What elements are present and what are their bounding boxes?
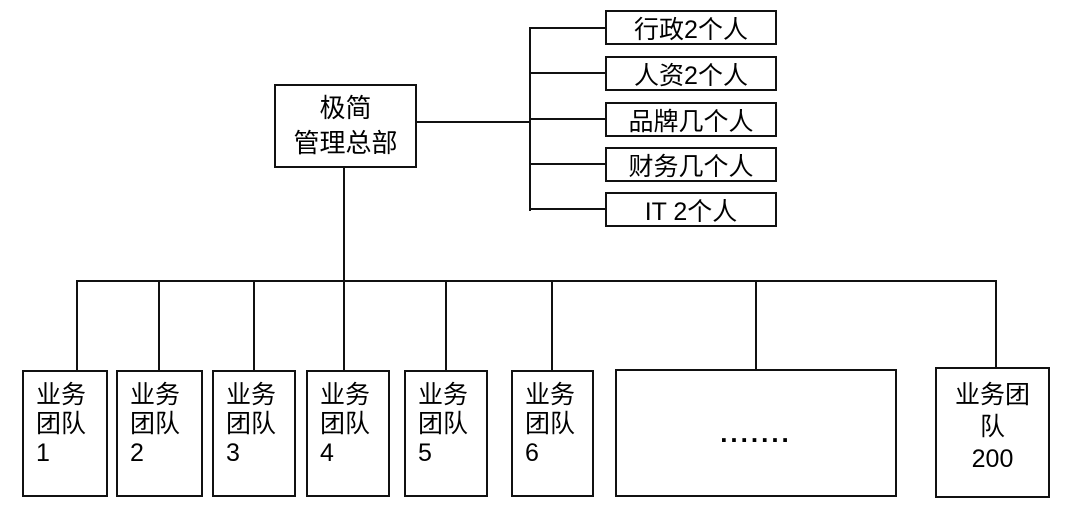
department-stub-3 — [529, 118, 605, 120]
team-box-line: 团队 — [36, 410, 87, 438]
team-box-number: 200 — [971, 445, 1014, 473]
department-stub-1 — [529, 27, 605, 29]
team-box-number: 2 — [130, 439, 144, 467]
root-box-hq: 极简 管理总部 — [274, 84, 417, 168]
team-box-line: 团队 — [130, 410, 181, 438]
dept-box-admin: 行政2个人 — [605, 10, 777, 45]
team-box-200: 业务团 队 200 — [935, 367, 1050, 498]
team-box-line: 业务 — [226, 381, 277, 409]
team-box-3: 业务 团队 3 — [212, 370, 296, 497]
team-box-line: 业务 — [320, 381, 371, 409]
team-box-line: 团队 — [320, 410, 371, 438]
team-box-number: 5 — [418, 439, 432, 467]
connector-root-to-teams — [343, 166, 345, 282]
team-box-line: 业务 — [36, 381, 87, 409]
team-box-line: 业务 — [130, 381, 181, 409]
team-box-number: 6 — [525, 439, 539, 467]
department-stub-5 — [529, 208, 605, 210]
team-box-line: 业务 — [418, 381, 469, 409]
team-drop-6 — [551, 280, 553, 372]
team-drop-3 — [253, 280, 255, 372]
ellipsis-box: ....... — [615, 369, 897, 497]
team-box-5: 业务 团队 5 — [404, 370, 488, 497]
team-box-number: 3 — [226, 439, 240, 467]
department-stub-4 — [529, 163, 605, 165]
team-box-line: 团队 — [418, 410, 469, 438]
connector-root-to-departments — [416, 121, 531, 123]
team-box-2: 业务 团队 2 — [116, 370, 203, 497]
department-stub-2 — [529, 72, 605, 74]
team-box-1: 业务 团队 1 — [22, 370, 108, 497]
root-box-line: 管理总部 — [293, 128, 398, 158]
root-box-line: 极简 — [319, 93, 372, 123]
team-drop-5 — [445, 280, 447, 372]
team-box-number: 4 — [320, 439, 334, 467]
team-box-line: 业务团 — [954, 381, 1030, 409]
team-drop-200 — [995, 280, 997, 369]
dept-box-brand: 品牌几个人 — [605, 102, 777, 137]
team-box-line: 业务 — [525, 381, 576, 409]
team-box-6: 业务 团队 6 — [511, 370, 594, 497]
team-box-line: 队 — [979, 413, 1005, 441]
team-drop-4 — [343, 280, 345, 372]
dept-box-hr: 人资2个人 — [605, 56, 777, 91]
team-box-4: 业务 团队 4 — [306, 370, 390, 497]
teams-distribution-line — [76, 280, 997, 282]
team-drop-1 — [76, 280, 78, 372]
team-box-line: 团队 — [226, 410, 277, 438]
team-box-line: 团队 — [525, 410, 576, 438]
team-drop-2 — [158, 280, 160, 372]
team-drop-ellipsis — [755, 280, 757, 371]
team-box-number: 1 — [36, 439, 50, 467]
dept-box-finance: 财务几个人 — [605, 147, 777, 182]
dept-box-it: IT 2个人 — [605, 192, 777, 227]
